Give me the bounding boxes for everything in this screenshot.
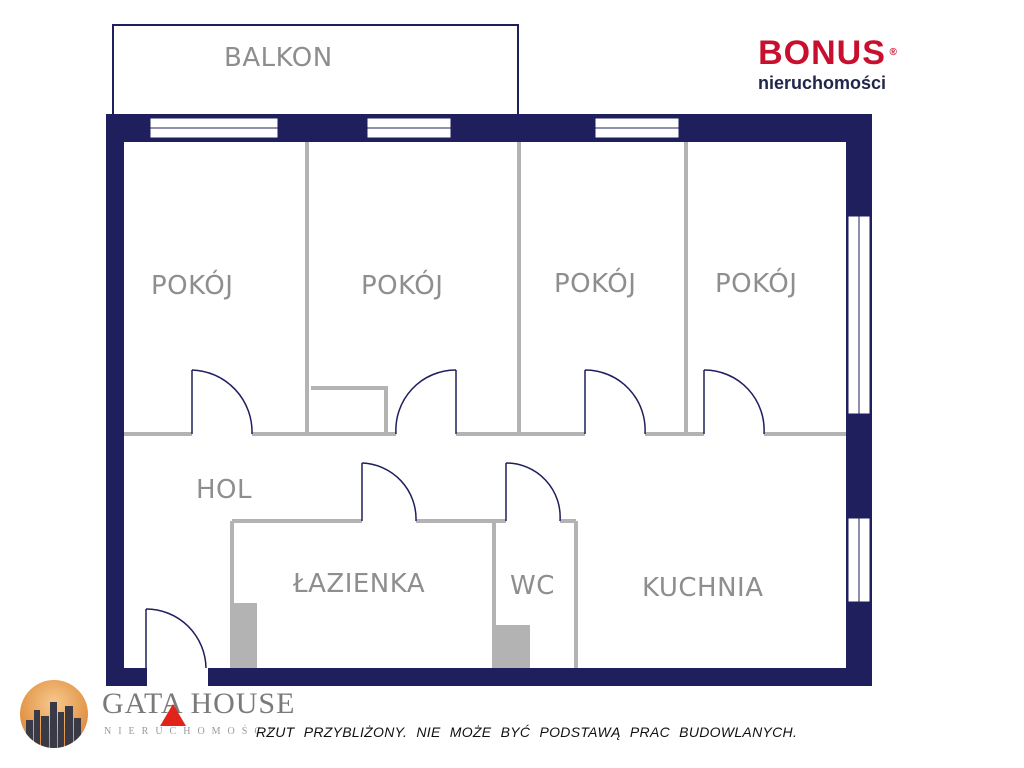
disclaimer: RZUT PRZYBLIŻONY. NIE MOŻE BYĆ PODSTAWĄ … (256, 724, 798, 740)
label-pokoj-1: POKÓJ (151, 269, 233, 301)
entrance-opening (146, 668, 208, 686)
door-entrance (145, 608, 207, 669)
label-hol: HOL (196, 475, 252, 505)
label-lazienka: ŁAZIENKA (292, 569, 425, 599)
bonus-title: BONUS (758, 34, 886, 72)
label-pokoj-4: POKÓJ (715, 267, 797, 299)
doors (145, 369, 765, 669)
right-windows (847, 215, 871, 603)
door-room-3 (584, 369, 646, 435)
top-windows (149, 117, 680, 139)
gata-house-name: GATA HOUSE (102, 687, 296, 720)
label-wc: WC (510, 571, 555, 601)
wc-fixture (494, 625, 530, 668)
door-room-2 (395, 369, 457, 435)
skyline-icon (20, 680, 88, 748)
registered-mark: ® (889, 47, 898, 58)
door-room-1 (191, 369, 253, 435)
bonus-logo: BONUS ® nieruchomości (722, 36, 922, 94)
door-room-4 (703, 369, 765, 435)
door-bathroom (361, 462, 417, 522)
red-triangle-icon (160, 704, 186, 726)
label-pokoj-2: POKÓJ (361, 269, 443, 301)
door-wc (505, 462, 561, 522)
label-pokoj-3: POKÓJ (554, 267, 636, 299)
gata-house-subtitle: NIERUCHOMOŚCI (104, 726, 279, 737)
label-kuchnia: KUCHNIA (642, 573, 764, 603)
fixtures (230, 603, 530, 668)
label-balkon: BALKON (224, 43, 333, 73)
bonus-subtitle: nieruchomości (757, 73, 887, 93)
balcony-outline (112, 24, 519, 116)
gata-house-logo: GATA HOUSE NIERUCHOMOŚCI (18, 678, 308, 758)
bathroom-fixture (230, 603, 257, 668)
